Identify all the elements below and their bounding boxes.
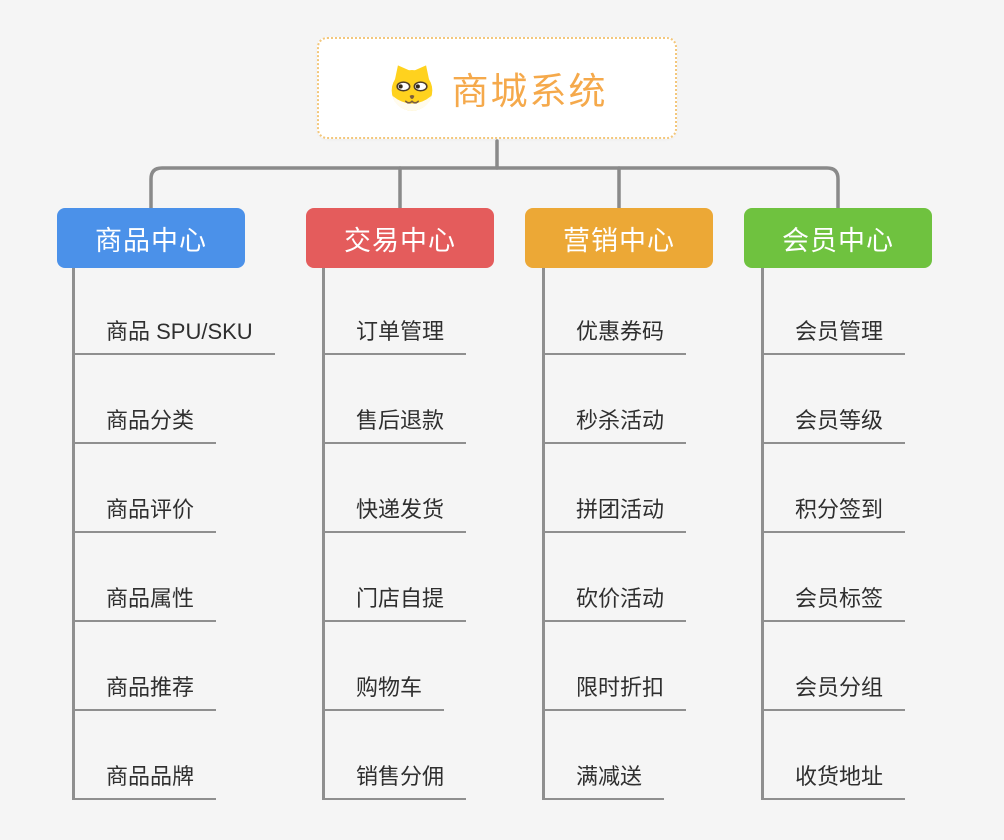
- child-node[interactable]: 商品分类: [75, 355, 217, 444]
- child-node[interactable]: 砍价活动: [545, 533, 687, 622]
- child-node[interactable]: 满减送: [545, 711, 665, 800]
- child-node[interactable]: 售后退款: [325, 355, 467, 444]
- child-column-marketing: 优惠券码 秒杀活动 拼团活动 砍价活动 限时折扣 满减送: [542, 268, 687, 800]
- child-node[interactable]: 拼团活动: [545, 444, 687, 533]
- branch-node-marketing[interactable]: 营销中心: [525, 208, 713, 268]
- branch-label: 营销中心: [563, 225, 675, 256]
- child-node[interactable]: 商品属性: [75, 533, 217, 622]
- child-node[interactable]: 秒杀活动: [545, 355, 687, 444]
- branch-label: 会员中心: [782, 225, 894, 256]
- child-column-member: 会员管理 会员等级 积分签到 会员标签 会员分组 收货地址: [761, 268, 906, 800]
- child-node[interactable]: 销售分佣: [325, 711, 467, 800]
- child-node[interactable]: 快递发货: [325, 444, 467, 533]
- root-node[interactable]: 商城系统: [317, 37, 677, 139]
- branch-label: 商品中心: [95, 225, 207, 256]
- child-node[interactable]: 积分签到: [764, 444, 906, 533]
- child-node[interactable]: 商品 SPU/SKU: [75, 268, 275, 355]
- child-node[interactable]: 商品推荐: [75, 622, 217, 711]
- child-column-trade: 订单管理 售后退款 快递发货 门店自提 购物车 销售分佣: [322, 268, 467, 800]
- child-node[interactable]: 门店自提: [325, 533, 467, 622]
- child-node[interactable]: 收货地址: [764, 711, 906, 800]
- branch-node-member[interactable]: 会员中心: [744, 208, 932, 268]
- child-node[interactable]: 限时折扣: [545, 622, 687, 711]
- branch-label: 交易中心: [344, 225, 456, 256]
- child-node[interactable]: 商品品牌: [75, 711, 217, 800]
- child-node[interactable]: 会员等级: [764, 355, 906, 444]
- root-title: 商城系统: [451, 71, 608, 112]
- child-node[interactable]: 会员管理: [764, 268, 906, 355]
- child-node[interactable]: 购物车: [325, 622, 445, 711]
- child-column-product: 商品 SPU/SKU 商品分类 商品评价 商品属性 商品推荐 商品品牌: [72, 268, 275, 800]
- child-node[interactable]: 会员分组: [764, 622, 906, 711]
- branch-node-trade[interactable]: 交易中心: [306, 208, 494, 268]
- child-node[interactable]: 优惠券码: [545, 268, 687, 355]
- child-node[interactable]: 商品评价: [75, 444, 217, 533]
- child-node[interactable]: 订单管理: [325, 268, 467, 355]
- child-node[interactable]: 会员标签: [764, 533, 906, 622]
- branch-node-product[interactable]: 商品中心: [57, 208, 245, 268]
- dog-face-icon: [391, 65, 432, 111]
